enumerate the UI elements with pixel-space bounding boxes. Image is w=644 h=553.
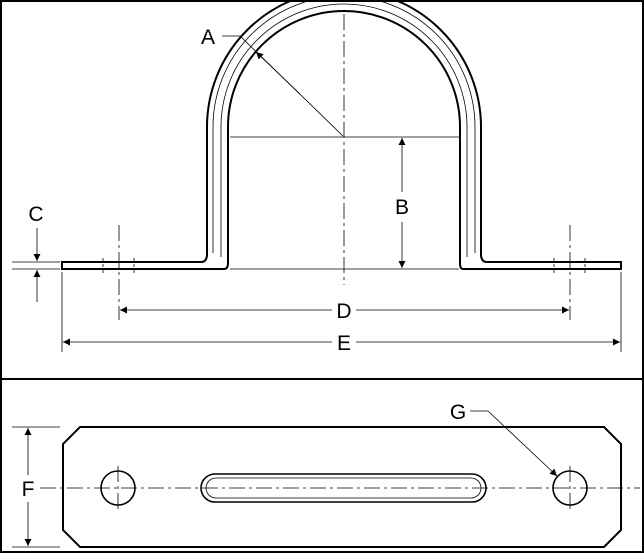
dimension-g-arrow xyxy=(487,410,558,477)
plate-outline xyxy=(62,426,622,548)
label-a: A xyxy=(201,26,215,49)
dimension-a-leader xyxy=(222,35,344,137)
strap-outline xyxy=(61,0,622,270)
label-d: D xyxy=(336,300,351,323)
label-c: C xyxy=(28,203,43,226)
center-slot-inner xyxy=(205,477,482,499)
dimension-a-arrow xyxy=(255,51,301,95)
front-view: A B C D E xyxy=(12,0,622,355)
center-slot xyxy=(200,473,487,503)
strap-inner-line-2 xyxy=(220,3,468,257)
label-f: F xyxy=(22,478,35,501)
label-b: B xyxy=(395,196,409,219)
label-g: G xyxy=(450,401,466,424)
plan-view: F G xyxy=(12,401,640,548)
strap-inner-line xyxy=(212,0,476,253)
label-e: E xyxy=(337,332,351,355)
